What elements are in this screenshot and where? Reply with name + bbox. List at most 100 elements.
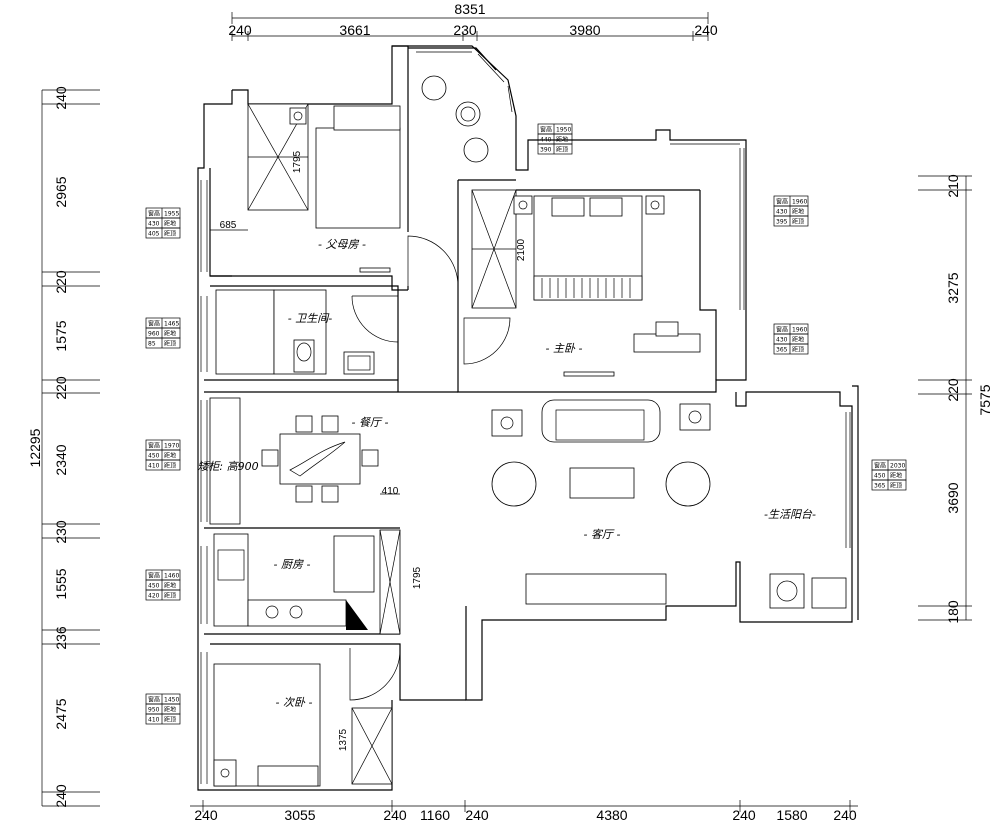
left-dim-1: 240	[53, 86, 69, 110]
window-tag-text: 440	[540, 137, 552, 144]
window-tag-text: 距地	[164, 706, 176, 714]
room-label-master: - 主卧 -	[546, 342, 583, 355]
kitchen: 410 1795 - 厨房 -	[213, 486, 423, 635]
windows	[200, 51, 851, 784]
coffee-table	[569, 467, 635, 499]
window-tag-text: 1450	[164, 697, 179, 704]
window-tag-cell	[871, 479, 907, 491]
window-tag-text: 距地	[164, 582, 176, 590]
parents-room: 1795 685 - 父母房 -	[210, 75, 489, 273]
window-tag-text: 窗高	[874, 462, 886, 470]
window-tag-text: 450	[148, 453, 160, 460]
parents-window-offset-dim: 685	[220, 220, 237, 231]
window-tag-text: 距顶	[792, 347, 804, 354]
window-tag-cell	[145, 589, 181, 601]
shaft-fill	[346, 600, 368, 630]
desk-chair	[655, 321, 679, 337]
room-label-kitchen: - 厨房 -	[274, 558, 311, 571]
laundry-sink	[811, 577, 847, 609]
second-bedroom: 1375 - 次卧 -	[213, 663, 393, 787]
window-tag-cell	[773, 215, 809, 227]
doors	[349, 235, 511, 701]
window-tag-cell	[145, 337, 181, 349]
window-tag-text: 1960	[792, 199, 807, 206]
lounge-chair-right	[665, 461, 711, 507]
armchair	[421, 75, 447, 101]
window-tag-text: 430	[776, 209, 788, 216]
top-dim-4: 3980	[569, 22, 600, 38]
outer-walls	[197, 45, 859, 791]
window-tag-text: 1950	[556, 127, 571, 134]
left-dim-9: 236	[53, 626, 69, 650]
window-tag-text: 450	[874, 473, 886, 480]
left-dim-5: 220	[53, 376, 69, 400]
armchair-2	[463, 137, 489, 163]
window-tag-cell	[145, 459, 181, 471]
window-tag-text: 1465	[164, 321, 179, 328]
window-tag-text: 420	[148, 593, 160, 600]
room-label-dining: - 餐厅 -	[352, 416, 389, 429]
side-table-right	[679, 403, 711, 431]
window-tag-text: 1460	[164, 573, 179, 580]
round-table	[455, 101, 481, 127]
window-tag-text: 390	[540, 147, 552, 154]
window-tag-text: 窗高	[540, 126, 552, 134]
bottom-dimension-chain: 240 3055 240 1160 240 4380 240 1580 240	[190, 800, 858, 823]
window-tag-cell	[145, 713, 181, 725]
window-tag-text: 距地	[164, 330, 176, 338]
window-tag-cell	[773, 343, 809, 355]
top-dim-5: 240	[694, 22, 718, 38]
window-tag-text: 距顶	[164, 463, 176, 470]
master-bedroom: 2100 - 主卧 -	[471, 189, 701, 377]
dining-room: - 餐厅 - 矮柜: 高900	[197, 397, 389, 525]
window-tag: 窗高 1950 440 距地 390 距顶	[537, 123, 573, 155]
window-tag-text: 距顶	[556, 147, 568, 154]
room-label-balcony: -生活阳台-	[764, 508, 816, 521]
left-dimension-chain: 12295 240 2965 220 1575 220 2340 230 155…	[27, 86, 100, 808]
window-tag-cell	[537, 143, 573, 155]
window-tag-cell	[145, 227, 181, 239]
dining-table	[279, 433, 361, 485]
bottom-dim-6: 4380	[596, 807, 627, 823]
window-tag-text: 距顶	[890, 483, 902, 490]
top-dim-3: 230	[453, 22, 477, 38]
window-tag-text: 距地	[792, 336, 804, 344]
living-room: - 客厅 - -生活阳台-	[491, 399, 847, 609]
window-tag-text: 距地	[556, 136, 568, 144]
window-tag-text: 距顶	[792, 219, 804, 226]
fridge	[333, 535, 375, 593]
window-tag-text: 1960	[792, 327, 807, 334]
washing-machine	[769, 573, 805, 609]
sofa	[541, 399, 661, 443]
top-dim-2: 3661	[339, 22, 370, 38]
tv-cabinet	[525, 573, 667, 605]
window-tag-text: 450	[148, 583, 160, 590]
window-tag-text: 950	[148, 707, 160, 714]
window-tag-text: 窗高	[148, 442, 160, 450]
window-tag-text: 430	[148, 221, 160, 228]
window-tag-text: 365	[874, 483, 886, 490]
window-tag-text: 430	[776, 337, 788, 344]
window-tag-text: 窗高	[776, 198, 788, 206]
window-tag-text: 365	[776, 347, 788, 354]
toilet	[293, 339, 315, 373]
left-dim-6: 2340	[53, 444, 69, 475]
window-tag-text: 1970	[164, 443, 179, 450]
room-label-bathroom: - 卫生间-	[288, 312, 332, 325]
window-tag-text: 窗高	[148, 210, 160, 218]
room-label-second: - 次卧 -	[276, 696, 313, 709]
window-tag-text: 405	[148, 231, 160, 238]
right-dim-2: 3275	[945, 272, 961, 303]
bottom-dim-4: 1160	[420, 807, 450, 823]
right-total-dim: 7575	[977, 384, 993, 415]
left-dim-10: 2475	[53, 698, 69, 729]
window-tag-text: 距顶	[164, 341, 176, 348]
parents-wardrobe-dim: 1795	[292, 150, 303, 173]
sink	[343, 351, 375, 375]
